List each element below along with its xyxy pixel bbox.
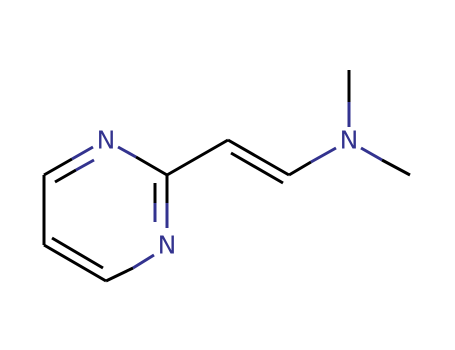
bond-n1-c2-nitrogen-half (117, 145, 137, 159)
bond-vinyl-n-nitrogen-half (310, 146, 337, 164)
bond-c4-c5 (43, 243, 107, 283)
bond-c6-n1-carbon-half (43, 157, 73, 177)
atom-label-n-amine: N (340, 126, 359, 155)
bond-c6-n1-inner-nitrogen (75, 158, 95, 172)
bond-n3-c4-nitrogen-half (132, 253, 155, 270)
bond-c2-vinyl (166, 138, 229, 177)
pyrimidine-ring (42, 145, 169, 283)
bond-c6-n1-inner-carbon (54, 168, 77, 184)
dimethylamino-group (347, 70, 411, 177)
bond-vinyl-n-carbon-half (288, 160, 312, 177)
bond-n3-c4-carbon-half (105, 266, 134, 283)
vinyl-chain (166, 138, 337, 185)
bond-c6-n1-nitrogen-half (71, 145, 94, 161)
bond-n1-c2-carbon-half (135, 155, 168, 177)
bond-vinyl-double-inner (230, 151, 284, 185)
bond-n-methyl-right-nitrogen-half (360, 146, 383, 162)
bond-c4-c5-inner (51, 236, 104, 270)
bond-vinyl-double (227, 138, 290, 177)
bond-n-methyl-right-carbon-half (381, 158, 411, 177)
atom-label-n1: N (97, 126, 116, 155)
atom-label-n3: N (158, 231, 177, 260)
